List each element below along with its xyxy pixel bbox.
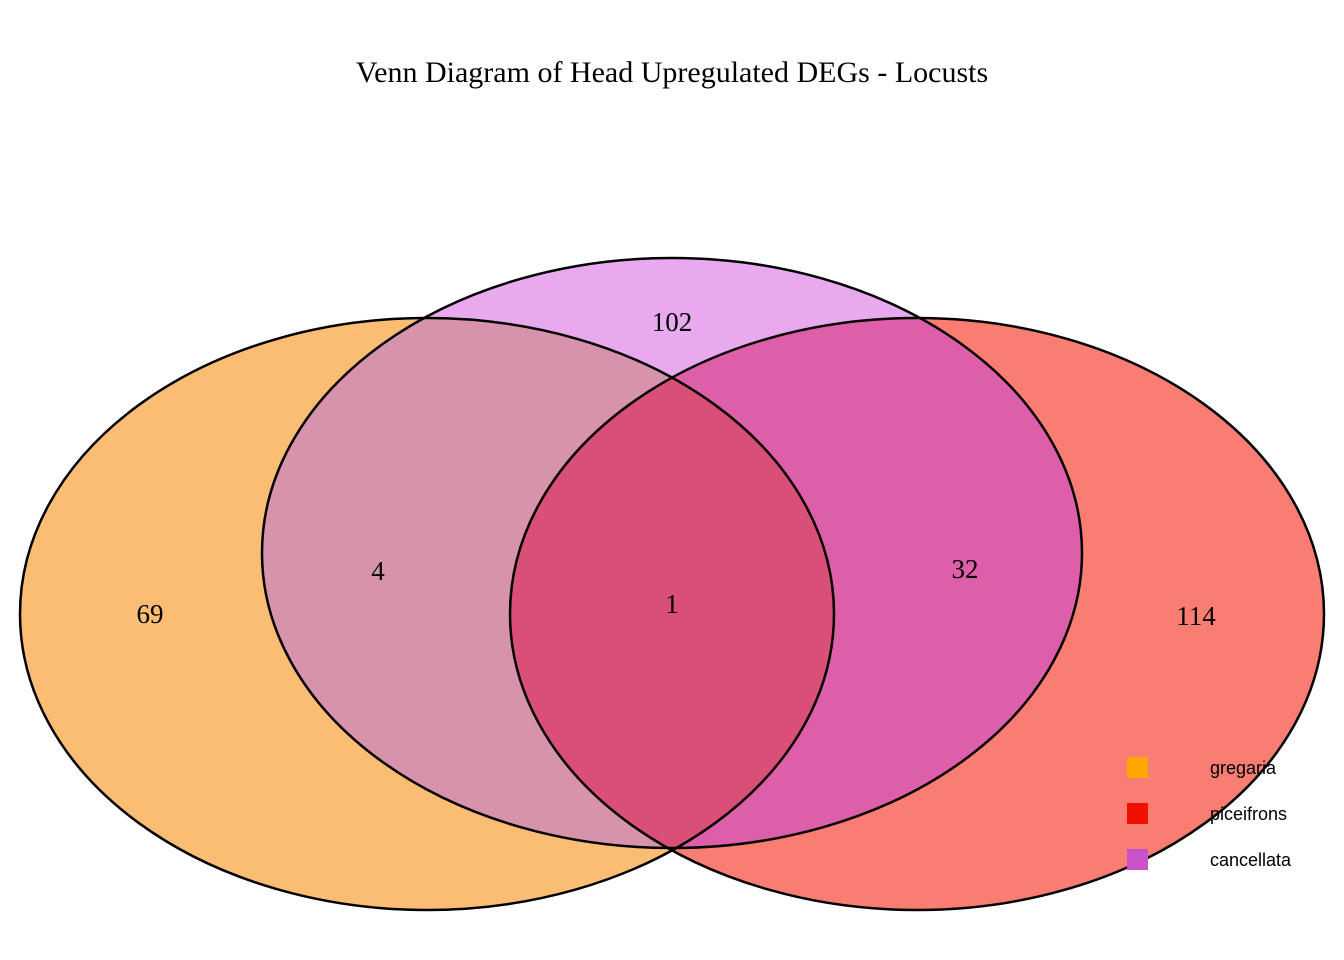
venn-overlap-all-three bbox=[510, 318, 834, 910]
legend-swatch-piceifrons bbox=[1127, 803, 1148, 824]
legend-label-gregaria: gregaria bbox=[1210, 758, 1277, 778]
venn-overlap-all-three-fill bbox=[510, 318, 834, 910]
legend-swatch-cancellata bbox=[1127, 849, 1148, 870]
legend: gregaria piceifrons cancellata bbox=[1127, 757, 1292, 870]
region-label-all-three: 1 bbox=[665, 589, 679, 619]
region-label-piceifrons-cancellata: 32 bbox=[952, 554, 979, 584]
venn-outlines bbox=[18, 256, 1326, 912]
legend-label-piceifrons: piceifrons bbox=[1210, 804, 1287, 824]
region-labels: 69 114 102 4 32 1 bbox=[137, 307, 1217, 631]
venn-set-piceifrons-outline bbox=[508, 316, 1326, 912]
legend-label-cancellata: cancellata bbox=[1210, 850, 1292, 870]
region-label-piceifrons-only: 114 bbox=[1176, 601, 1216, 631]
venn-set-gregaria-outline bbox=[18, 316, 836, 912]
venn-set-cancellata-outline bbox=[260, 256, 1084, 850]
chart-title: Venn Diagram of Head Upregulated DEGs - … bbox=[356, 56, 988, 89]
legend-item-piceifrons: piceifrons bbox=[1127, 803, 1287, 824]
region-label-cancellata-only: 102 bbox=[652, 307, 693, 337]
venn-region-fills bbox=[20, 258, 1324, 910]
legend-item-gregaria: gregaria bbox=[1127, 757, 1277, 778]
legend-swatch-gregaria bbox=[1127, 757, 1148, 778]
region-label-gregaria-only: 69 bbox=[137, 599, 164, 629]
region-label-gregaria-cancellata: 4 bbox=[371, 556, 385, 586]
legend-item-cancellata: cancellata bbox=[1127, 849, 1292, 870]
